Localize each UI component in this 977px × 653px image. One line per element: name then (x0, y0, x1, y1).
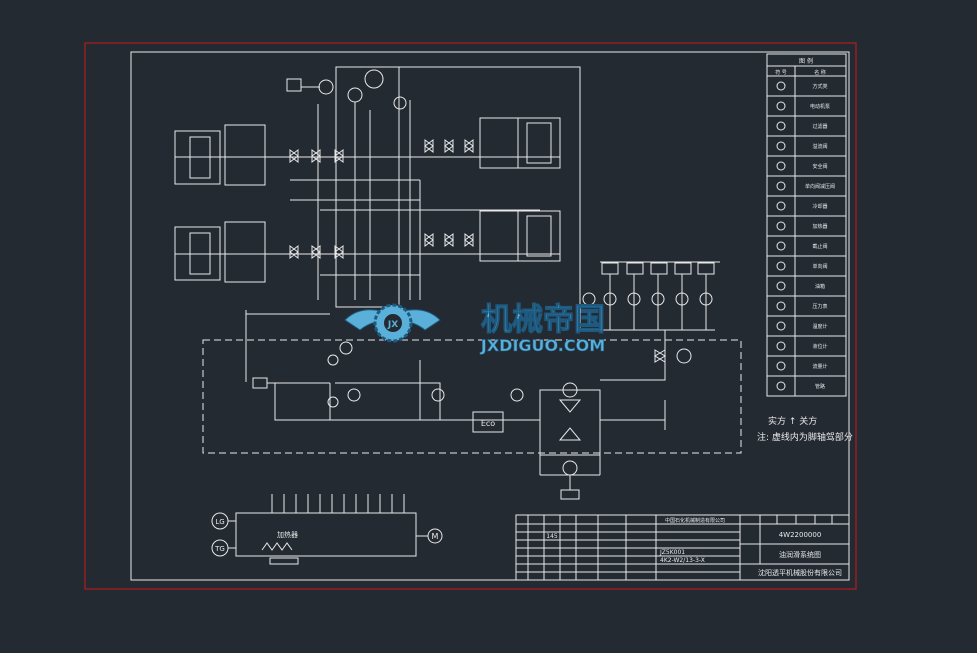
title-scale: 145 (546, 533, 558, 540)
legend-header-name: 名 称 (814, 69, 826, 76)
heater-label: 加热器 (277, 530, 298, 539)
title-block (515, 514, 850, 581)
watermark-subtitle: JXDIGUO.COM (480, 336, 605, 355)
title-code: JZ5K001 (659, 549, 685, 556)
drawing-title: 油润滑系统图 (779, 550, 821, 559)
dashed-note: 注: 虚线内为脚轴驾部分 (757, 431, 853, 443)
legend-item-name: 油箱 (815, 283, 825, 290)
legend-item-name: 液位计 (812, 343, 827, 350)
legend-item-name: 管路 (815, 383, 825, 390)
relief-valve-icon (776, 141, 786, 151)
title-spec: 4K2-W2/13-3-X (660, 557, 705, 564)
drawing-frame (130, 51, 850, 581)
circle-icon (776, 301, 786, 311)
tank-icon (776, 281, 786, 291)
legend-item-name: 单向阀减压阀 (805, 183, 835, 190)
line-icon (776, 381, 786, 391)
motor-pump-icon (776, 101, 786, 111)
pressure-valve-icon (776, 161, 786, 171)
legend-item-name: 方式类 (812, 83, 827, 90)
oil-tank (211, 494, 443, 565)
legend-item-name: 安全阀 (812, 163, 827, 170)
eco-label: Eco (481, 419, 495, 428)
temp-gauge-label: TG (214, 545, 225, 553)
motor-label: M (432, 532, 439, 541)
company-name: 沈阳透平机械股份有限公司 (758, 568, 842, 577)
gate-valve-icon (776, 241, 786, 251)
legend-item-name: 截止阀 (812, 243, 827, 250)
legend-item-name: 压力表 (812, 303, 827, 310)
legend-item-name: 电动机泵 (810, 103, 830, 110)
legend-item-name: 温度计 (812, 323, 827, 330)
check-valve-icon (776, 261, 786, 271)
level-gauge-label: LG (215, 518, 224, 526)
direction-note: 实方 ↑ 关方 (768, 415, 817, 427)
heater-box-icon (776, 221, 786, 231)
check-relief-icon (776, 181, 786, 191)
schematic-lines (174, 66, 720, 500)
step-line-icon (776, 81, 786, 91)
legend-title: 图 例 (799, 57, 813, 65)
drawing-number: 4W2200000 (779, 531, 822, 539)
circle-bar-icon (776, 341, 786, 351)
legend-item-name: 溢流阀 (812, 143, 827, 150)
circle-minus-icon (776, 321, 786, 331)
legend-item-name: 流量计 (812, 363, 827, 370)
watermark-logo: JX 机械帝国 JXDIGUO.COM (344, 302, 606, 355)
watermark-emblem: JX (387, 320, 398, 330)
legend-item-name: 加热器 (812, 223, 827, 230)
cooler-icon (776, 201, 786, 211)
watermark-title: 机械帝国 (481, 302, 605, 338)
legend-item-name: 单向阀 (812, 263, 827, 270)
title-company: 中国石化机械制造有限公司 (665, 517, 725, 524)
sheet-border (84, 42, 857, 590)
legend-item-name: 过滤器 (812, 123, 827, 130)
diamond-icon (776, 121, 786, 131)
circle-cross-icon (776, 361, 786, 371)
package-boundary (202, 339, 742, 454)
legend-item-name: 冷却器 (812, 203, 827, 210)
legend-table: 图 例 符 号 名 称 方式类电动机泵过滤器溢流阀安全阀单向阀减压阀冷却器加热器… (766, 53, 847, 397)
legend-header-symbol: 符 号 (775, 69, 787, 76)
